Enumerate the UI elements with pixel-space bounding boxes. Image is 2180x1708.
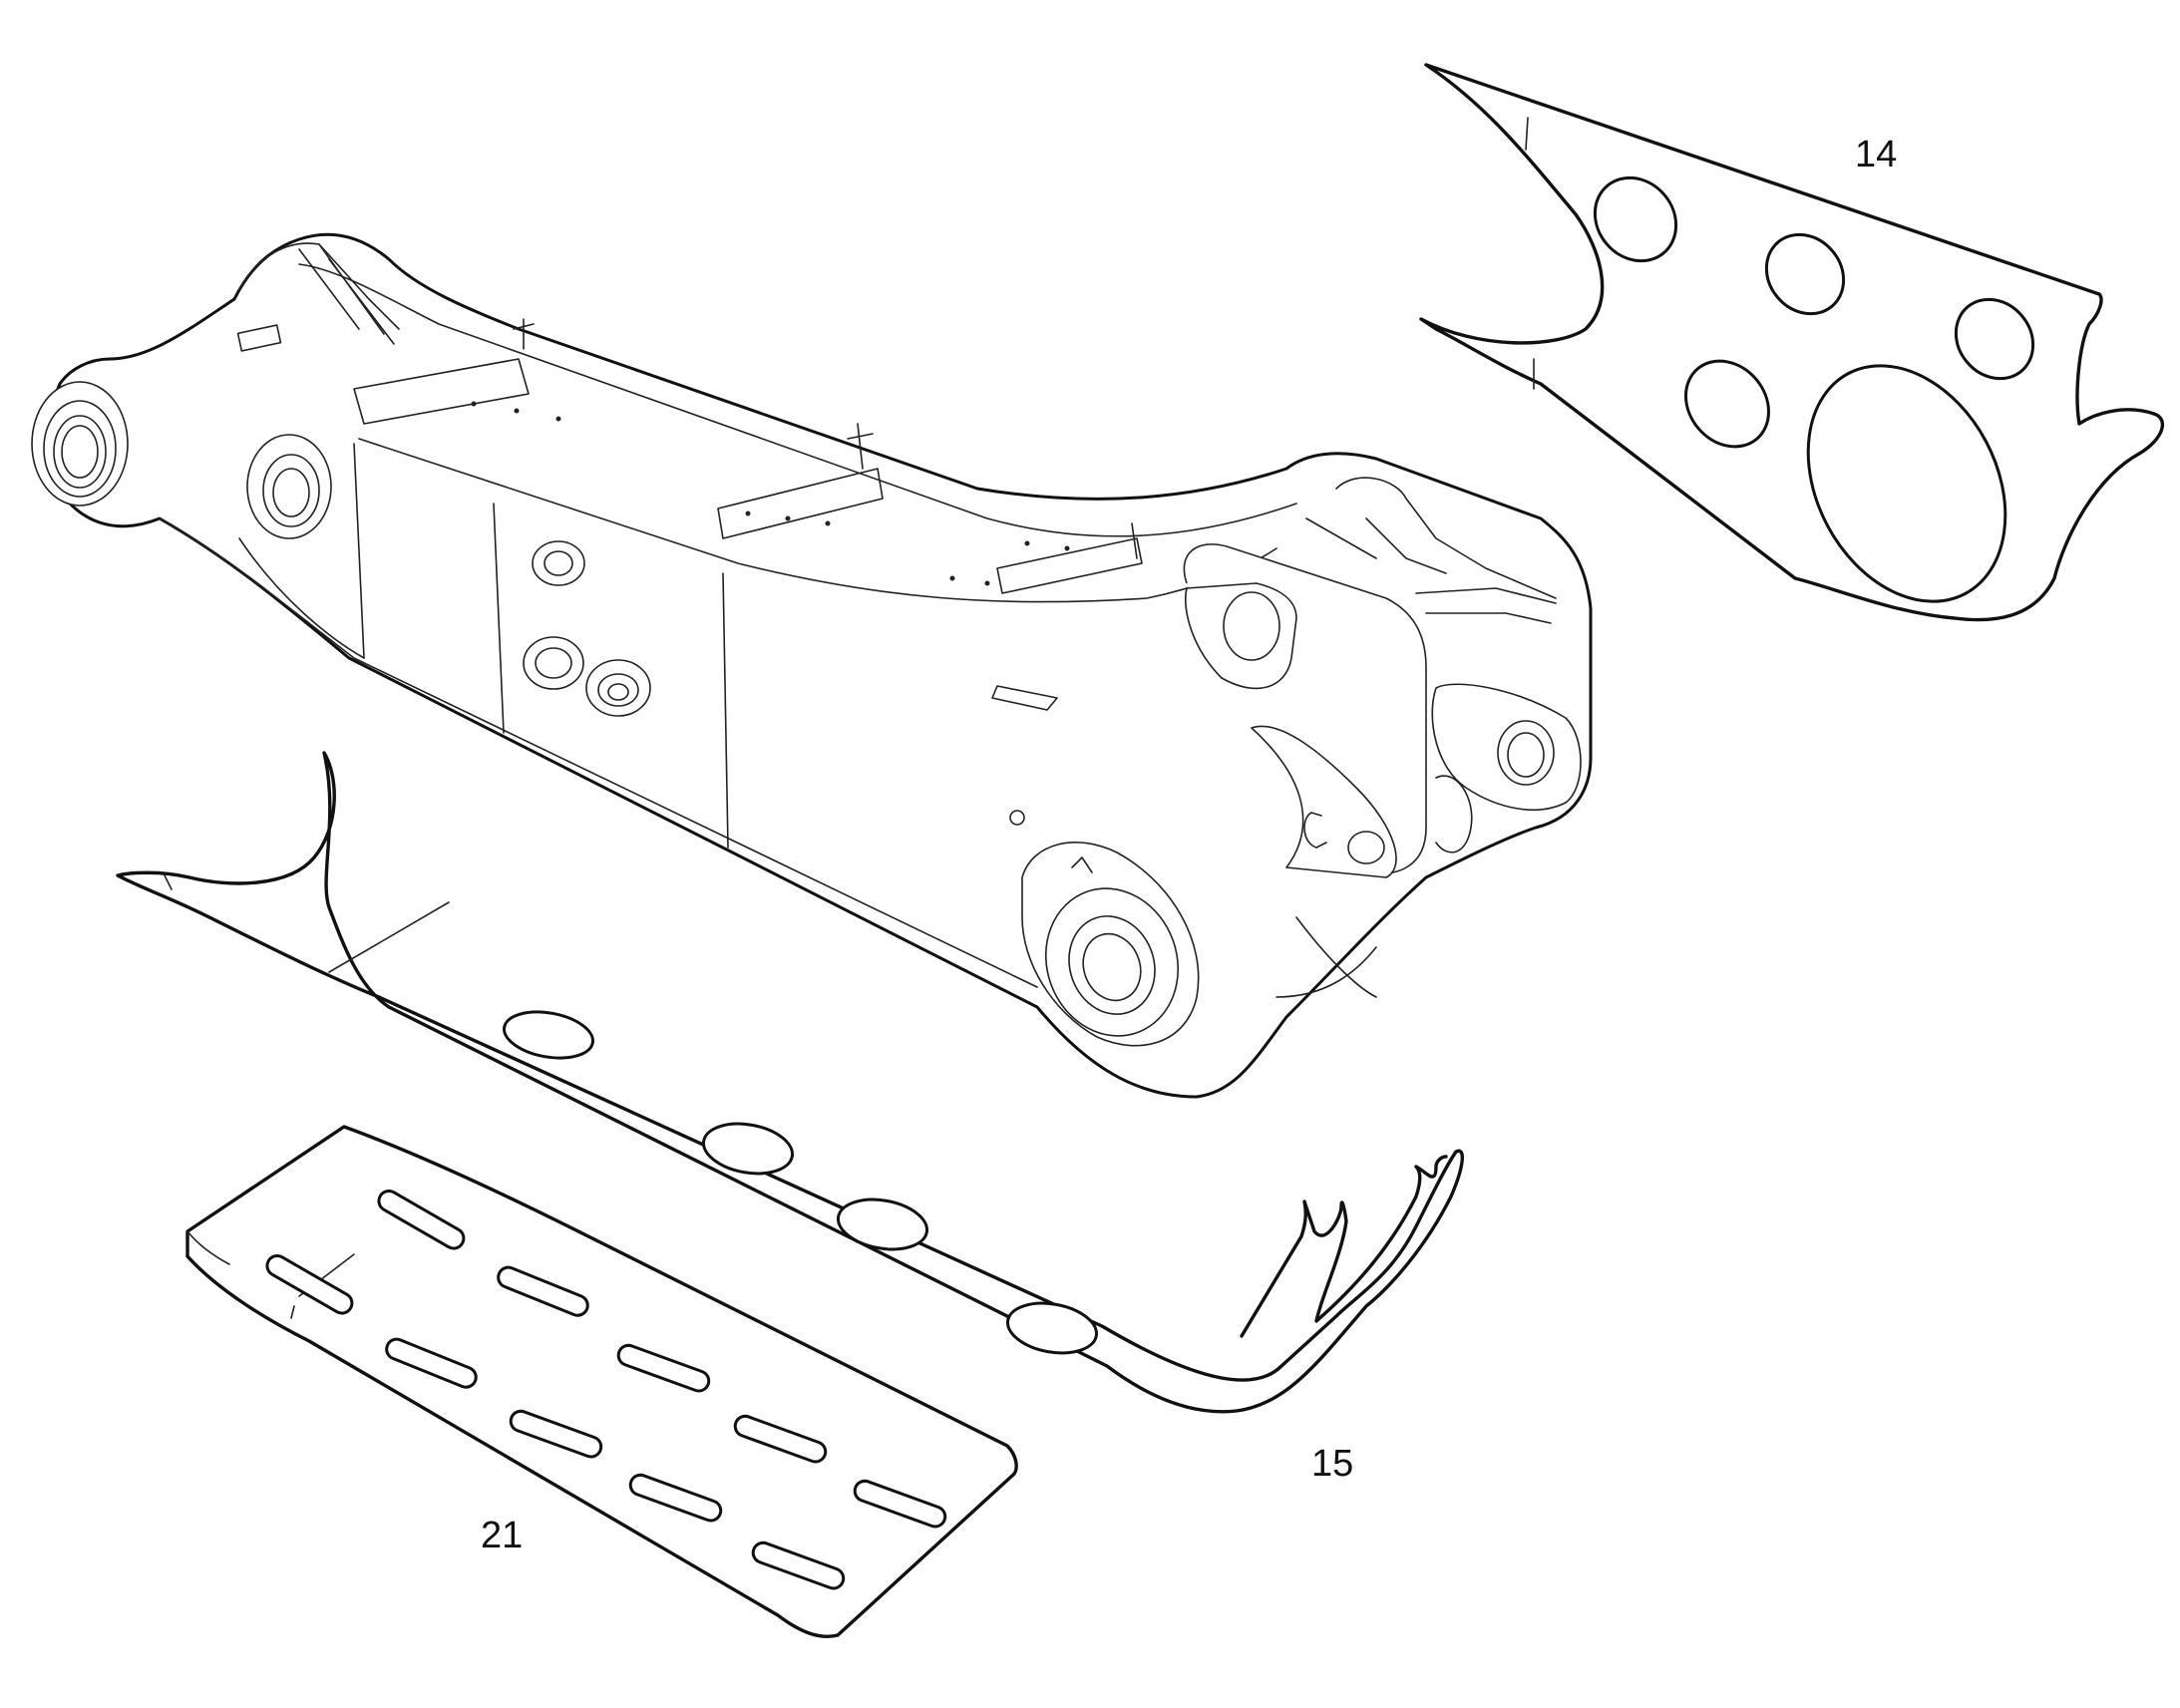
plate-14: 14 — [1419, 63, 2165, 622]
plate-15-fork — [1240, 1155, 1448, 1338]
boom-body-outline — [46, 232, 1593, 1099]
part-label-21: 21 — [481, 1515, 523, 1556]
plate-14-hole-3 — [1954, 297, 2035, 381]
front-lower-lug-hole-inner — [1507, 732, 1545, 778]
plate-21-slot-2 — [265, 1254, 354, 1315]
upper-pivot-boss — [246, 434, 332, 539]
boom-top-edge — [298, 263, 1297, 537]
plate-15-bend-line-2 — [328, 901, 450, 973]
plate-14-hole-2 — [1764, 232, 1846, 316]
front-upper-lug-hole — [1223, 591, 1280, 661]
rear-deck-pad — [236, 324, 282, 352]
front-head-top — [1305, 477, 1557, 599]
rear-pivot — [31, 381, 129, 507]
cross-member-2 — [717, 468, 884, 539]
front-mid-boss — [1435, 775, 1473, 854]
crescent-bracket-slot — [1303, 812, 1327, 849]
plate-14-bend-line-1 — [1525, 117, 1529, 151]
part-label-14: 14 — [1855, 134, 1897, 175]
cross-member-3 — [996, 537, 1143, 594]
front-head-stiffeners — [1415, 587, 1557, 624]
cross-member-1 — [353, 358, 530, 425]
plate-15-hole-2 — [701, 1122, 795, 1176]
plate-14-hole-1 — [1593, 175, 1678, 263]
rear-ramp-2 — [298, 243, 395, 345]
side-logo — [991, 685, 1058, 711]
plate-21: 21 — [185, 1125, 1018, 1638]
boom-frame — [31, 232, 1593, 1099]
front-main-pivot — [1009, 810, 1200, 1047]
deck-bolts — [471, 401, 1070, 586]
plate-21-slot-6 — [509, 1409, 603, 1459]
side-plate-holes — [523, 540, 651, 717]
crescent-bracket — [1251, 725, 1397, 878]
front-lower-lug-hole — [1497, 720, 1555, 786]
plate-21-slot-10 — [751, 1540, 846, 1590]
plate-21-outline — [185, 1125, 1018, 1638]
front-head-bottom — [1275, 916, 1377, 998]
plate-21-slot-5 — [616, 1343, 711, 1393]
plate-21-slot-3 — [497, 1265, 589, 1317]
part-label-15: 15 — [1311, 1443, 1353, 1485]
lower-flange — [238, 537, 365, 659]
crescent-bracket-hole — [1347, 831, 1385, 864]
plate-21-slot-1 — [377, 1190, 466, 1250]
deck-bracket-1 — [513, 318, 535, 350]
side-seam-1 — [353, 443, 365, 659]
plate-21-slot-4 — [385, 1337, 478, 1389]
plate-21-edge — [186, 1230, 230, 1265]
plate-14-hole-4 — [1684, 359, 1770, 449]
plate-15-bend-line-1 — [164, 874, 173, 890]
plate-15: 15 — [116, 751, 1464, 1485]
plate-21-slot-7 — [733, 1414, 828, 1464]
plate-21-slot-8 — [628, 1473, 723, 1523]
plate-21-slot-9 — [853, 1479, 947, 1529]
side-seam-3 — [722, 572, 729, 849]
plate-15-outline — [116, 751, 1464, 1414]
deck-bracket-3 — [1131, 522, 1138, 559]
deck-bracket-2 — [847, 423, 874, 470]
side-seam-2 — [493, 503, 505, 734]
front-upper-lug — [1184, 582, 1297, 690]
plate-15-hole-3 — [836, 1197, 929, 1251]
plate-14-hole-large — [1806, 364, 2007, 603]
plate-15-hole-1 — [503, 1010, 594, 1060]
plate-15-hole-4 — [1005, 1301, 1099, 1355]
bottom-edge — [159, 517, 1038, 988]
